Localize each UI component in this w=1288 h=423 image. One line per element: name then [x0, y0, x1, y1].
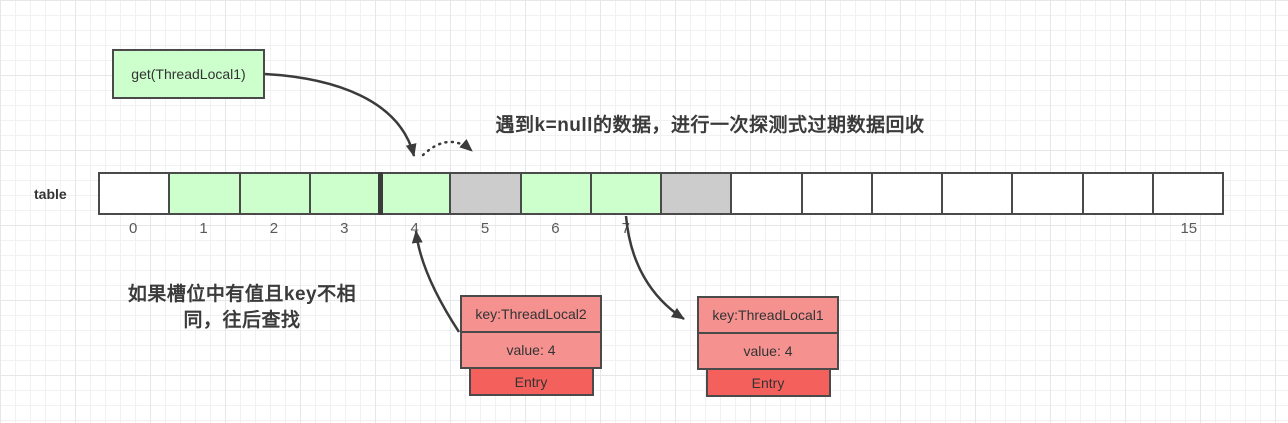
entry2-key-cell: key:ThreadLocal1: [697, 296, 839, 334]
table-cell-9: [732, 174, 803, 213]
probe-next-note-line1: 如果槽位中有值且key不相: [127, 284, 357, 305]
expired-cleanup-note: 遇到k=null的数据，进行一次探测式过期数据回收: [440, 110, 980, 137]
entry2-value-cell: value: 4: [697, 332, 839, 370]
entry1-key-cell: key:ThreadLocal2: [460, 295, 602, 333]
table-row: [98, 172, 1224, 215]
table-cell-0: [100, 174, 171, 213]
slot-index-label-15: 15: [1180, 220, 1198, 237]
entry1-tag-cell: Entry: [468, 367, 594, 396]
entry-box-threadlocal1: key:ThreadLocal1 value: 4 Entry: [697, 296, 839, 397]
arrow-get-to-slot4: [264, 72, 417, 157]
table-cell-5: [451, 174, 522, 213]
arrow-entry2box-to-slot4: [411, 230, 461, 333]
get-call-box: get(ThreadLocal1): [112, 49, 265, 99]
entry2-tag-cell: Entry: [705, 368, 831, 397]
slot-index-label-5: 5: [480, 220, 490, 237]
table-label: table: [34, 186, 67, 202]
slot-index-label-0: 0: [129, 220, 138, 237]
slot-index-label-4: 4: [410, 220, 419, 237]
entry1-value-cell: value: 4: [460, 331, 602, 369]
arrow-probe-slot4-to-slot5-dotted: [421, 138, 474, 157]
slot-index-row: 0 1 2 3 4 5 6 7 15: [98, 220, 1224, 238]
table-cell-10: [802, 174, 873, 213]
table-cell-6: [521, 174, 592, 213]
slot-index-label-3: 3: [340, 220, 349, 237]
table-cell-12: [943, 174, 1014, 213]
get-call-label: get(ThreadLocal1): [131, 66, 246, 82]
expired-cleanup-note-text: 遇到k=null的数据，进行一次探测式过期数据回收: [495, 115, 925, 136]
slot-index-label-1: 1: [199, 220, 208, 237]
table-cell-1: [170, 174, 241, 213]
hash-slot-divider: [378, 172, 383, 215]
table-cell-3: [310, 174, 381, 213]
table-cell-7: [591, 174, 662, 213]
table-cell-13: [1013, 174, 1084, 213]
table-cell-14: [1083, 174, 1154, 213]
table-cell-4: [381, 174, 452, 213]
probe-next-note-line2: 同，往后查找: [183, 310, 301, 331]
slot-index-label-7: 7: [621, 220, 630, 237]
probe-next-note: 如果槽位中有值且key不相 同，往后查找: [92, 282, 392, 334]
entry-box-threadlocal2: key:ThreadLocal2 value: 4 Entry: [460, 295, 602, 396]
slot-index-label-2: 2: [269, 220, 279, 237]
table-cell-11: [872, 174, 943, 213]
table-cell-2: [240, 174, 311, 213]
table-cell-8: [662, 174, 733, 213]
table-cell-15: [1153, 174, 1222, 213]
slot-index-label-6: 6: [551, 220, 560, 237]
